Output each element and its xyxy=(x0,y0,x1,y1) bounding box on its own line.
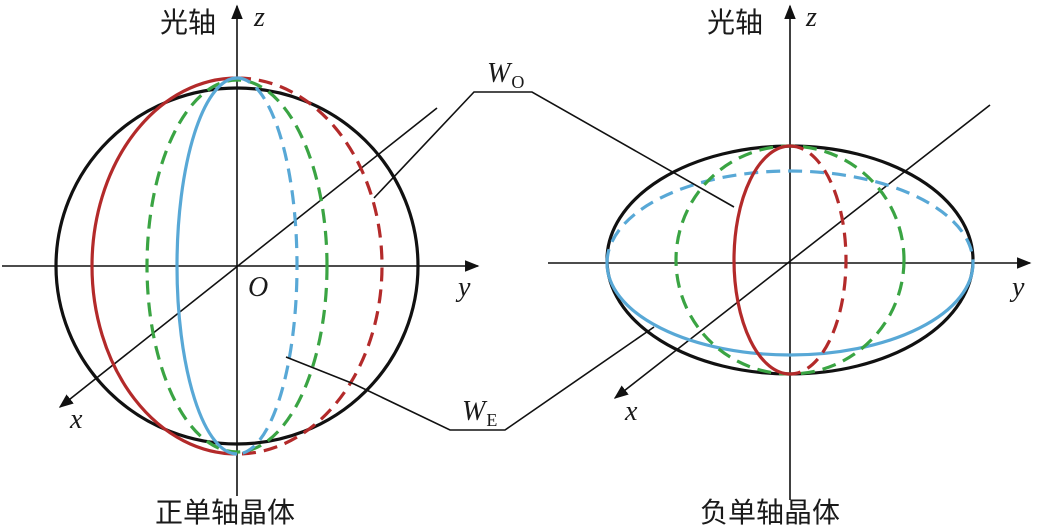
we-leader-line xyxy=(285,326,655,431)
right-blue-back-arc xyxy=(605,169,975,264)
we-label: WE xyxy=(462,396,497,430)
left-blue-back-arc xyxy=(236,76,299,456)
left-blue-front-arc xyxy=(175,76,238,456)
right-optic-axis-label: 光轴 xyxy=(707,6,763,39)
right-red-front-arc xyxy=(732,144,791,376)
we-subscript: E xyxy=(486,410,497,430)
positive-crystal-figure: 光轴 z O y x 正单轴晶体 xyxy=(2,2,480,529)
negative-crystal-figure: 光轴 z y x 负单轴晶体 xyxy=(548,2,1032,529)
left-origin-label: O xyxy=(248,272,268,303)
right-x-label: x xyxy=(624,396,638,427)
right-y-label: y xyxy=(1009,272,1025,303)
left-red-front-arc xyxy=(90,76,238,456)
left-z-label: z xyxy=(253,2,265,33)
right-z-label: z xyxy=(805,2,817,33)
right-blue-front-arc xyxy=(605,262,975,357)
left-optic-axis-label: 光轴 xyxy=(160,6,216,39)
left-x-label: x xyxy=(69,404,83,435)
left-green-ellipse xyxy=(145,78,329,454)
wo-subscript: O xyxy=(511,72,524,92)
left-x-axis xyxy=(58,107,438,408)
leader-lines xyxy=(285,91,735,431)
negative-crystal-caption: 负单轴晶体 xyxy=(700,496,840,529)
positive-crystal-caption: 正单轴晶体 xyxy=(155,496,295,529)
left-y-label: y xyxy=(455,272,471,303)
wo-label: WO xyxy=(487,58,524,92)
right-red-back-arc xyxy=(789,144,848,376)
wo-leader-line xyxy=(373,91,735,208)
left-outer-sphere xyxy=(54,86,420,446)
left-red-back-arc xyxy=(236,76,384,456)
